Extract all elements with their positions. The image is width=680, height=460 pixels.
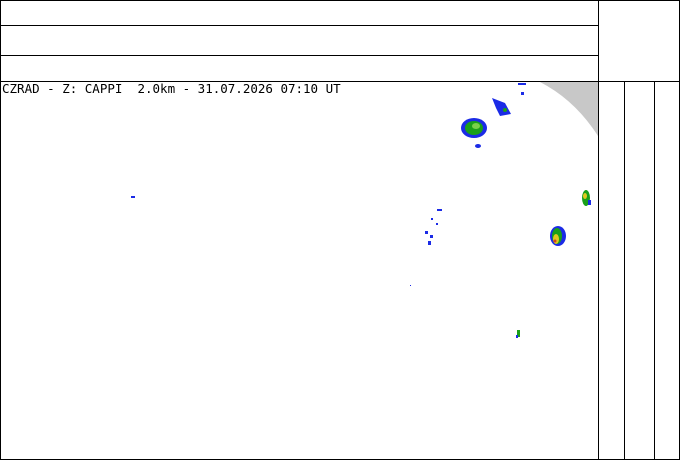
legend-column-divider-2 [654, 81, 655, 460]
echo-cell [461, 118, 487, 148]
legend-column-divider-1 [624, 81, 625, 460]
out-of-range-area [540, 82, 598, 136]
echo-cell [582, 190, 591, 206]
echo-cell [550, 226, 566, 246]
header-divider-2 [0, 55, 599, 56]
map-right-border [598, 0, 599, 460]
echo-cell [516, 330, 520, 338]
echo-fragments [131, 196, 442, 286]
header-divider-1 [0, 25, 599, 26]
header-divider-3 [0, 81, 680, 82]
map-title: CZRAD - Z: CAPPI 2.0km - 31.07.2026 07:1… [2, 81, 341, 96]
echo-cell [492, 83, 526, 116]
